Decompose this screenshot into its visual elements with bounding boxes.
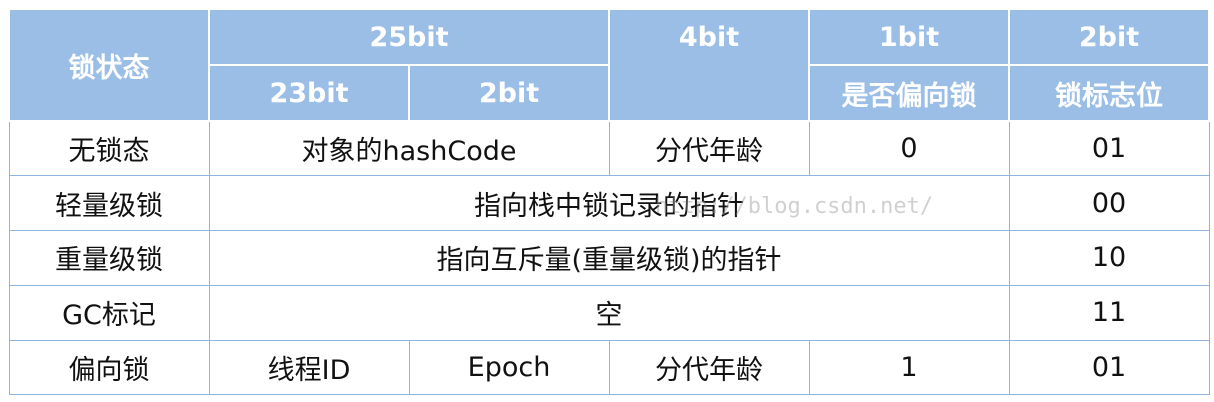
- table-row-lightweight: 轻量级锁 指向栈中锁记录的指针 00: [8, 175, 1210, 232]
- header-lock-flag: 锁标志位: [1008, 64, 1210, 122]
- cell-state: 偏向锁: [8, 339, 210, 396]
- cell-content: 空: [208, 284, 1010, 341]
- cell-flag: 01: [1008, 120, 1210, 177]
- header-row-fields: 23bit 2bit 是否偏向锁 锁标志位: [9, 64, 1210, 122]
- cell-state: 重量级锁: [8, 230, 210, 286]
- cell-biased: 1: [808, 339, 1010, 396]
- header-lock-state: 锁状态: [8, 8, 210, 122]
- cell-flag: 00: [1008, 175, 1210, 232]
- header-1bit: 1bit: [808, 8, 1010, 66]
- header-4bit: 4bit: [608, 8, 810, 122]
- cell-hashcode: 对象的hashCode: [208, 120, 610, 177]
- cell-flag: 11: [1008, 284, 1210, 341]
- cell-state: 轻量级锁: [8, 175, 210, 232]
- table-row-unlocked: 无锁态 对象的hashCode 分代年龄 0 01: [8, 120, 1210, 177]
- cell-age: 分代年龄: [608, 339, 810, 396]
- cell-content: 指向栈中锁记录的指针: [208, 175, 1010, 232]
- header-row-bits: 锁状态 25bit 4bit 1bit 2bit: [8, 8, 1210, 122]
- cell-state: 无锁态: [8, 120, 210, 177]
- cell-thread-id: 线程ID: [208, 339, 410, 396]
- table-row-heavyweight: 重量级锁 指向互斥量(重量级锁)的指针 10: [8, 230, 1210, 286]
- header-2bit-sub: 2bit: [408, 64, 610, 122]
- cell-flag: 01: [1008, 339, 1210, 396]
- header-biased-flag: 是否偏向锁: [808, 64, 1010, 122]
- header-25bit: 25bit: [208, 8, 610, 66]
- cell-state: GC标记: [8, 284, 210, 341]
- header-2bit: 2bit: [1008, 8, 1210, 66]
- cell-biased: 0: [808, 120, 1010, 177]
- cell-content: 指向互斥量(重量级锁)的指针: [208, 230, 1010, 286]
- cell-epoch: Epoch: [408, 339, 610, 396]
- cell-age: 分代年龄: [608, 120, 810, 177]
- table-row-gc-mark: GC标记 空 11: [8, 284, 1210, 341]
- header-23bit: 23bit: [208, 64, 410, 122]
- table-row-biased: 偏向锁 线程ID Epoch 分代年龄 1 01: [8, 339, 1210, 396]
- mark-word-table: 锁状态 25bit 4bit 1bit 2bit 23bit 2bit 是否偏向…: [8, 8, 1210, 396]
- cell-flag: 10: [1008, 230, 1210, 286]
